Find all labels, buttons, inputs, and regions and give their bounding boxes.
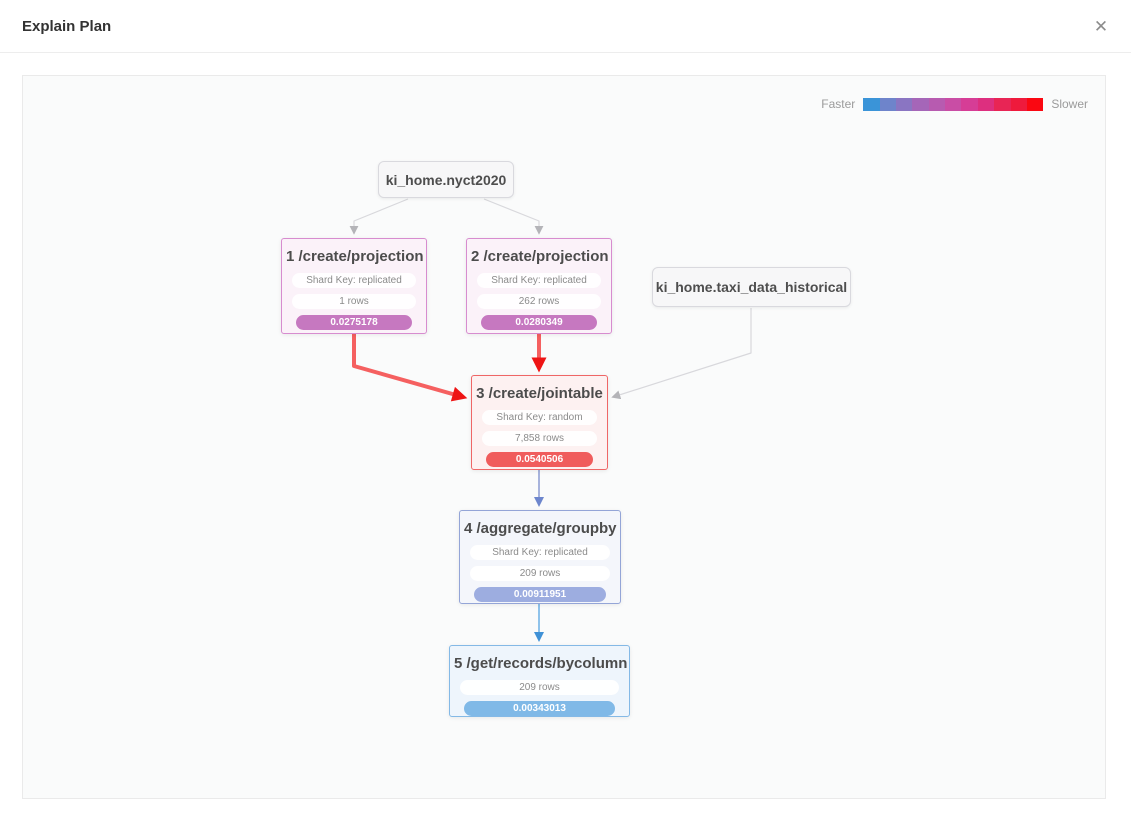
speed-legend: Faster Slower — [821, 97, 1088, 111]
legend-faster-label: Faster — [821, 97, 856, 111]
rows-pill: 209 rows — [470, 566, 610, 581]
shard-key-pill: Shard Key: random — [482, 410, 597, 425]
table-node-taxi-data-historical[interactable]: ki_home.taxi_data_historical — [652, 267, 851, 307]
time-pill: 0.00911951 — [474, 587, 606, 602]
table-node-label: ki_home.nyct2020 — [385, 171, 507, 188]
rows-pill: 209 rows — [460, 680, 619, 695]
node-title: 2 /create/projection — [471, 248, 609, 265]
node-title: 5 /get/records/bycolumn — [454, 655, 628, 672]
plan-node-2-create-projection[interactable]: 2 /create/projection Shard Key: replicat… — [466, 238, 612, 334]
table-node-nyct2020[interactable]: ki_home.nyct2020 — [378, 161, 514, 198]
time-pill: 0.0275178 — [296, 315, 412, 330]
time-pill: 0.0280349 — [481, 315, 597, 330]
rows-pill: 7,858 rows — [482, 431, 597, 446]
table-node-label: ki_home.taxi_data_historical — [655, 279, 848, 295]
plan-node-5-get-records-bycolumn[interactable]: 5 /get/records/bycolumn 209 rows 0.00343… — [449, 645, 630, 717]
time-pill: 0.0540506 — [486, 452, 593, 467]
node-title: 3 /create/jointable — [476, 385, 603, 402]
shard-key-pill: Shard Key: replicated — [477, 273, 601, 288]
shard-key-pill: Shard Key: replicated — [292, 273, 416, 288]
legend-slower-label: Slower — [1051, 97, 1088, 111]
node-title: 4 /aggregate/groupby — [464, 520, 617, 537]
plan-node-4-aggregate-groupby[interactable]: 4 /aggregate/groupby Shard Key: replicat… — [459, 510, 621, 604]
node-title: 1 /create/projection — [286, 248, 424, 265]
shard-key-pill: Shard Key: replicated — [470, 545, 610, 560]
time-pill: 0.00343013 — [464, 701, 615, 716]
dialog-title: Explain Plan — [22, 18, 112, 35]
plan-node-1-create-projection[interactable]: 1 /create/projection Shard Key: replicat… — [281, 238, 427, 334]
plan-node-3-create-jointable[interactable]: 3 /create/jointable Shard Key: random 7,… — [471, 375, 608, 470]
rows-pill: 262 rows — [477, 294, 601, 309]
rows-pill: 1 rows — [292, 294, 416, 309]
close-icon[interactable]: ✕ — [1093, 17, 1109, 36]
dialog-header: Explain Plan ✕ — [0, 0, 1131, 53]
legend-gradient-bar — [863, 97, 1044, 111]
